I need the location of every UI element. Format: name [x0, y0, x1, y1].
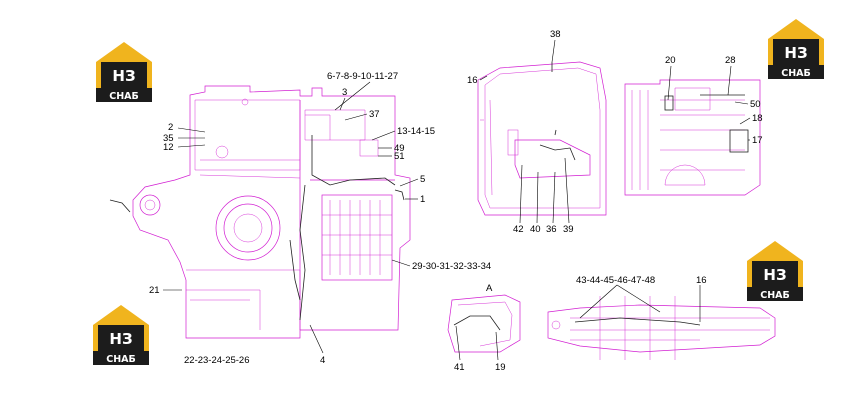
svg-text:НЗ: НЗ [763, 266, 786, 284]
panel-drawing [624, 79, 761, 196]
callout-1: 1 [420, 194, 425, 205]
callout-50: 50 [750, 99, 761, 110]
detail-a-drawing [447, 294, 521, 353]
callout-2: 2 [168, 122, 173, 133]
svg-text:СНАБ: СНАБ [760, 290, 790, 301]
callout-49: 49 [394, 143, 405, 154]
logo-mid-right: НЗ СНАБ [747, 241, 803, 301]
svg-text:НЗ: НЗ [112, 67, 135, 85]
callout-19: 19 [495, 362, 506, 373]
callout-35: 35 [163, 133, 174, 144]
callout-20: 20 [665, 55, 676, 66]
callout-4: 4 [320, 355, 325, 366]
callout-16-hose: 16 [696, 275, 707, 286]
callout-38: 38 [550, 29, 561, 40]
callout-6-11-27: 6-7-8-9-10-11-27 [327, 71, 398, 82]
callout-28: 28 [725, 55, 736, 66]
callout-12: 12 [163, 142, 174, 153]
svg-text:НЗ: НЗ [784, 44, 807, 62]
svg-text:СНАБ: СНАБ [781, 68, 811, 79]
callout-22-26: 22-23-24-25-26 [184, 355, 250, 366]
cab-drawing [477, 61, 607, 216]
callout-16-cab: 16 [467, 75, 478, 86]
callout-39: 39 [563, 224, 574, 235]
svg-text:СНАБ: СНАБ [106, 354, 136, 365]
callout-42: 42 [513, 224, 524, 235]
callout-40: 40 [530, 224, 541, 235]
logo-top-right: НЗ СНАБ [768, 19, 824, 79]
callout-36: 36 [546, 224, 557, 235]
callouts: 6-7-8-9-10-11-27 3 2 35 12 37 13-14-15 4… [149, 29, 763, 373]
main-frame-drawing [109, 85, 411, 339]
callout-17: 17 [752, 135, 763, 146]
callout-18: 18 [752, 113, 763, 124]
detail-a-label: A [486, 283, 493, 294]
hose-detail-drawing [547, 296, 776, 360]
callout-43-48: 43-44-45-46-47-48 [576, 275, 655, 286]
logo-top-left: НЗ СНАБ [96, 42, 152, 102]
callout-13-15: 13-14-15 [397, 126, 435, 137]
callout-41: 41 [454, 362, 465, 373]
svg-text:СНАБ: СНАБ [109, 91, 139, 102]
callout-37: 37 [369, 109, 380, 120]
callout-5: 5 [420, 174, 425, 185]
svg-text:НЗ: НЗ [109, 330, 132, 348]
leader-lines [163, 39, 751, 361]
callout-51: 51 [394, 151, 405, 162]
callout-29-34: 29-30-31-32-33-34 [412, 261, 491, 272]
callout-3: 3 [342, 87, 347, 98]
callout-21: 21 [149, 285, 160, 296]
logo-bottom-left: НЗ СНАБ [93, 305, 149, 365]
